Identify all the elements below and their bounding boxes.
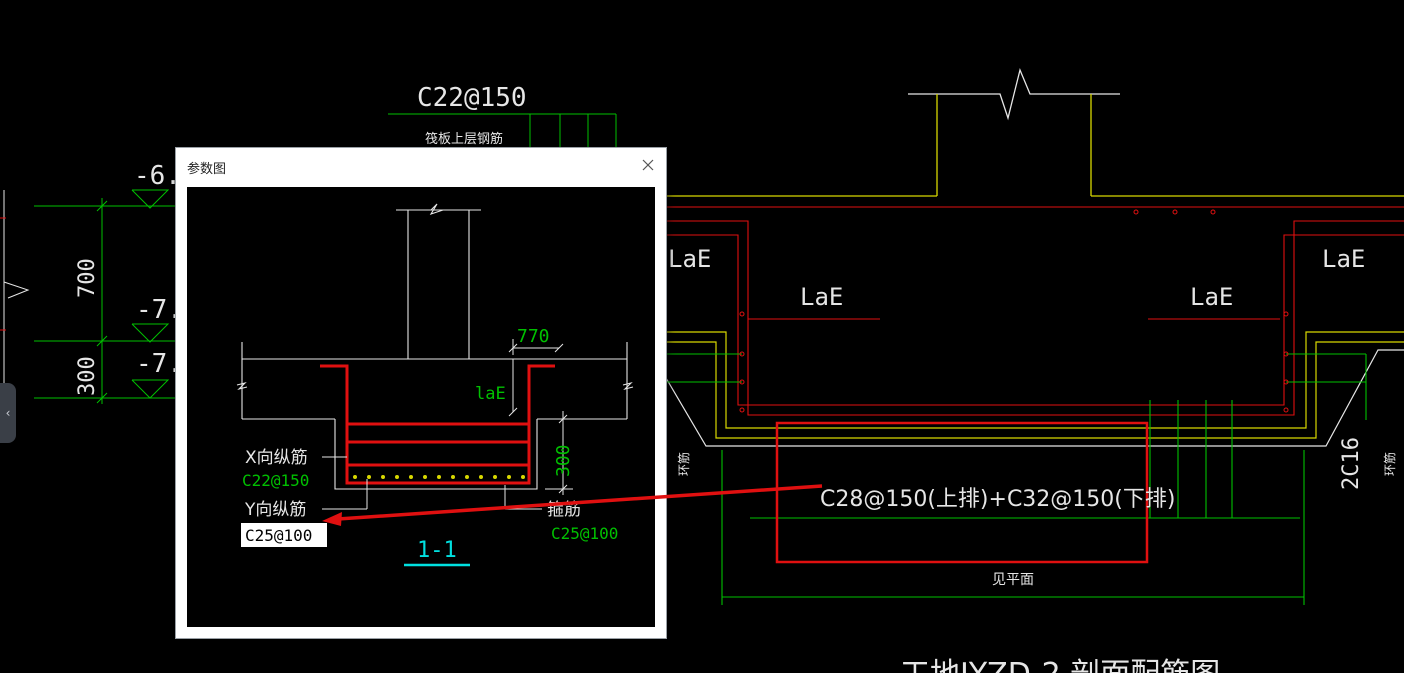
raft-label: 筏板上层钢筋: [425, 131, 503, 147]
bottom-outline: [665, 349, 1404, 447]
diagram-slab: [236, 342, 634, 490]
c2c16-label: 2C16: [1339, 437, 1364, 490]
dim-300-label: 300: [553, 444, 574, 477]
elevation-label-3: -7.: [136, 349, 183, 379]
y-rebar-label: Y向纵筋: [244, 500, 306, 520]
section-label: 1-1: [417, 538, 457, 563]
see-plan-label: 见平面: [992, 572, 1034, 588]
rebar-dot: [521, 475, 525, 479]
close-icon: [642, 159, 654, 171]
bottom-title: 工地JYZD-2 剖面配筋图: [900, 657, 1220, 673]
slab-outline: [666, 331, 1404, 439]
rebar-dot: [507, 475, 511, 479]
rebar-dot: [437, 475, 441, 479]
column-outline: [666, 67, 1404, 197]
chevron-left-icon: ‹: [5, 406, 11, 420]
dimension-300: 300: [75, 356, 100, 396]
left-edge-marks: [0, 190, 30, 420]
combo-rebar-label: C28@150(上排)+C32@150(下排): [820, 487, 1175, 512]
parameter-dialog: 参数图: [176, 148, 666, 638]
green-rebar-lines: [666, 353, 1367, 605]
x-rebar-value: C22@150: [242, 471, 309, 490]
c22-top-label: C22@150: [417, 83, 527, 113]
dim-770-label: 770: [517, 326, 550, 347]
y-rebar-value[interactable]: C25@100: [245, 526, 312, 545]
diagram-column: [396, 203, 481, 359]
diagram-rebar-dots: [353, 475, 525, 479]
rebar-dot: [479, 475, 483, 479]
rebar-dot: [409, 475, 413, 479]
rebar-dot: [353, 475, 357, 479]
dimension-700: 700: [75, 258, 100, 298]
lae-label-4: LaE: [1322, 245, 1365, 273]
rebar-dot: [465, 475, 469, 479]
rebar-dot: [381, 475, 385, 479]
stirrup-value: C25@100: [551, 524, 618, 543]
x-rebar-label: X向纵筋: [245, 448, 308, 468]
rebar-dot: [367, 475, 371, 479]
lae-label: laE: [475, 384, 506, 404]
hoop-label-left: 环筋: [676, 452, 691, 476]
diagram-dim-770: [508, 339, 564, 417]
rebar-dots: [739, 209, 1289, 413]
lae-label-2: LaE: [800, 283, 843, 311]
rebar-dot: [451, 475, 455, 479]
top-left-rebar-marks: [388, 113, 617, 148]
dialog-title: 参数图: [187, 162, 227, 177]
hoop-label-right: 环筋: [1382, 452, 1397, 476]
diagram-rebar-cage: [320, 364, 555, 485]
top-rebar-lines: [666, 206, 1404, 416]
stirrup-label: 箍筋: [547, 500, 581, 520]
lae-label-1: LaE: [668, 245, 711, 273]
elevation-label-2: -7.: [136, 295, 183, 325]
left-dimension-lines: [34, 189, 176, 404]
y-rebar-value-highlight: [241, 523, 327, 547]
rebar-dot: [423, 475, 427, 479]
parameter-diagram-canvas: 770 laE 300 X向纵筋 C22@150 Y向纵筋: [187, 187, 655, 627]
lae-label-3: LaE: [1190, 283, 1233, 311]
rebar-dot: [395, 475, 399, 479]
rebar-dot: [493, 475, 497, 479]
close-button[interactable]: [638, 155, 658, 175]
side-panel-toggle[interactable]: ‹: [0, 383, 16, 443]
